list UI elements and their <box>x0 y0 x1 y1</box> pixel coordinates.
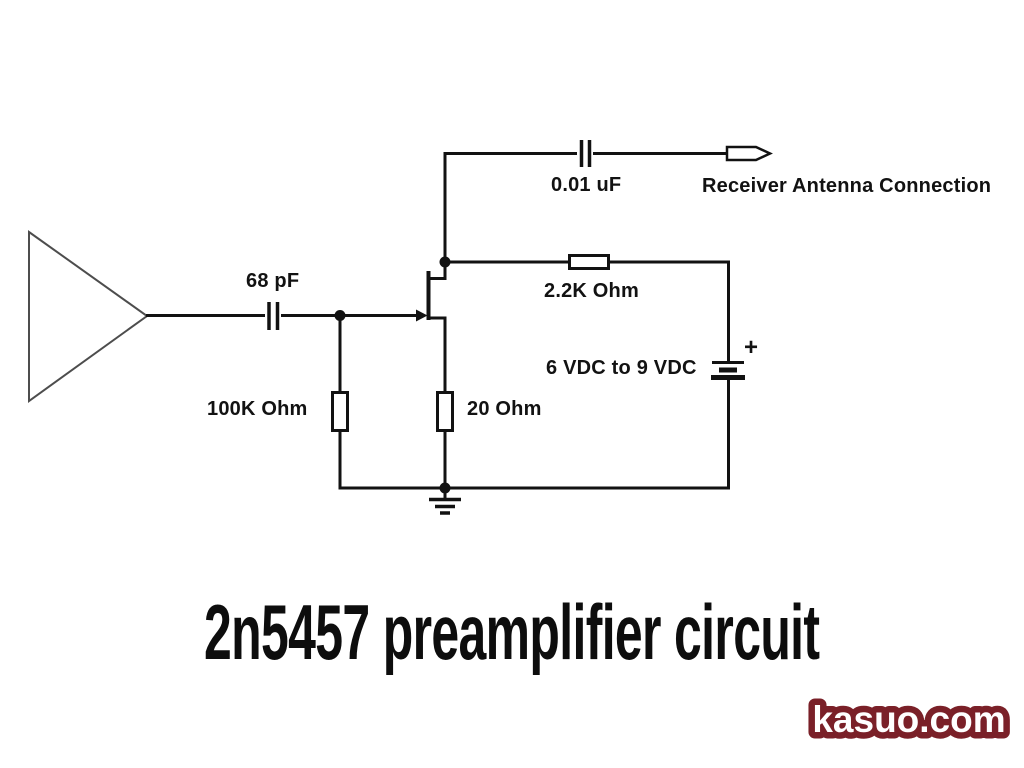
wire-cap-to-gate <box>281 310 418 321</box>
resistor-20ohm-symbol <box>436 391 454 432</box>
watermark-text: kasuo.com <box>812 699 1005 740</box>
connector-plug-icon <box>725 145 773 162</box>
gate-resistor-label: 100K Ohm <box>207 398 308 420</box>
battery-symbol <box>711 361 745 490</box>
source-resistor-branch <box>436 391 454 488</box>
diagram-title-container: 2n5457 preamplifier circuit <box>0 592 1024 672</box>
resistor-100k-symbol <box>331 391 349 432</box>
battery-label: 6 VDC to 9 VDC <box>546 357 697 379</box>
output-capacitor-label: 0.01 uF <box>551 174 622 196</box>
drain-resistor-label: 2.2K Ohm <box>544 280 639 302</box>
output-capacitor-symbol <box>579 140 592 167</box>
wire-bottom-rail <box>338 482 730 494</box>
output-connector-label: Receiver Antenna Connection <box>702 175 992 197</box>
input-capacitor-symbol <box>267 302 280 330</box>
antenna-icon <box>28 230 149 403</box>
source-resistor-label: 20 Ohm <box>467 398 542 420</box>
diagram-title: 2n5457 preamplifier circuit <box>204 588 820 676</box>
ground-icon <box>429 488 461 515</box>
input-capacitor-label: 68 pF <box>246 270 300 292</box>
drain-resistor-branch <box>445 254 730 361</box>
battery-plus-label: + <box>744 334 759 361</box>
wire-drain-node <box>439 152 577 268</box>
jfet-transistor-symbol <box>416 263 447 393</box>
gate-arrow-icon <box>416 309 428 322</box>
gate-resistor-branch <box>331 315 349 490</box>
watermark-badge: kasuo.com <box>806 693 1012 747</box>
resistor-2-2k-symbol <box>568 254 610 270</box>
